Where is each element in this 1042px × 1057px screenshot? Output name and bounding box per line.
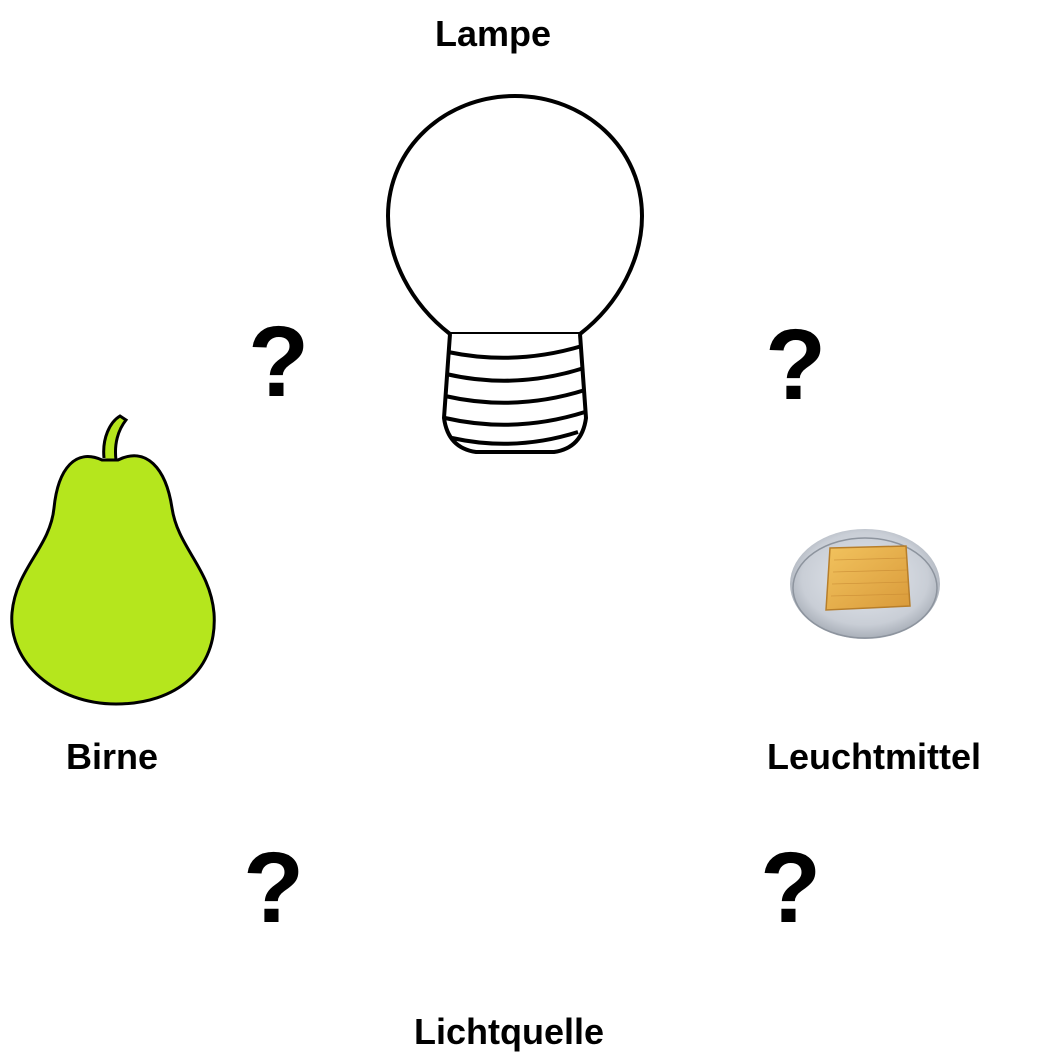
- label-lampe: Lampe: [435, 13, 552, 54]
- light-bulb-icon: [385, 93, 645, 454]
- question-mark-top-right: ?: [765, 309, 827, 421]
- question-mark-bottom-left: ?: [243, 832, 305, 944]
- label-leuchtmittel: Leuchtmittel: [767, 736, 982, 777]
- question-mark-top-left: ?: [248, 306, 310, 418]
- label-lichtquelle: Lichtquelle: [414, 1011, 605, 1052]
- pear-icon: [10, 414, 216, 706]
- question-mark-bottom-right: ?: [760, 832, 822, 944]
- label-birne: Birne: [66, 736, 159, 777]
- led-chip-icon: [790, 529, 940, 639]
